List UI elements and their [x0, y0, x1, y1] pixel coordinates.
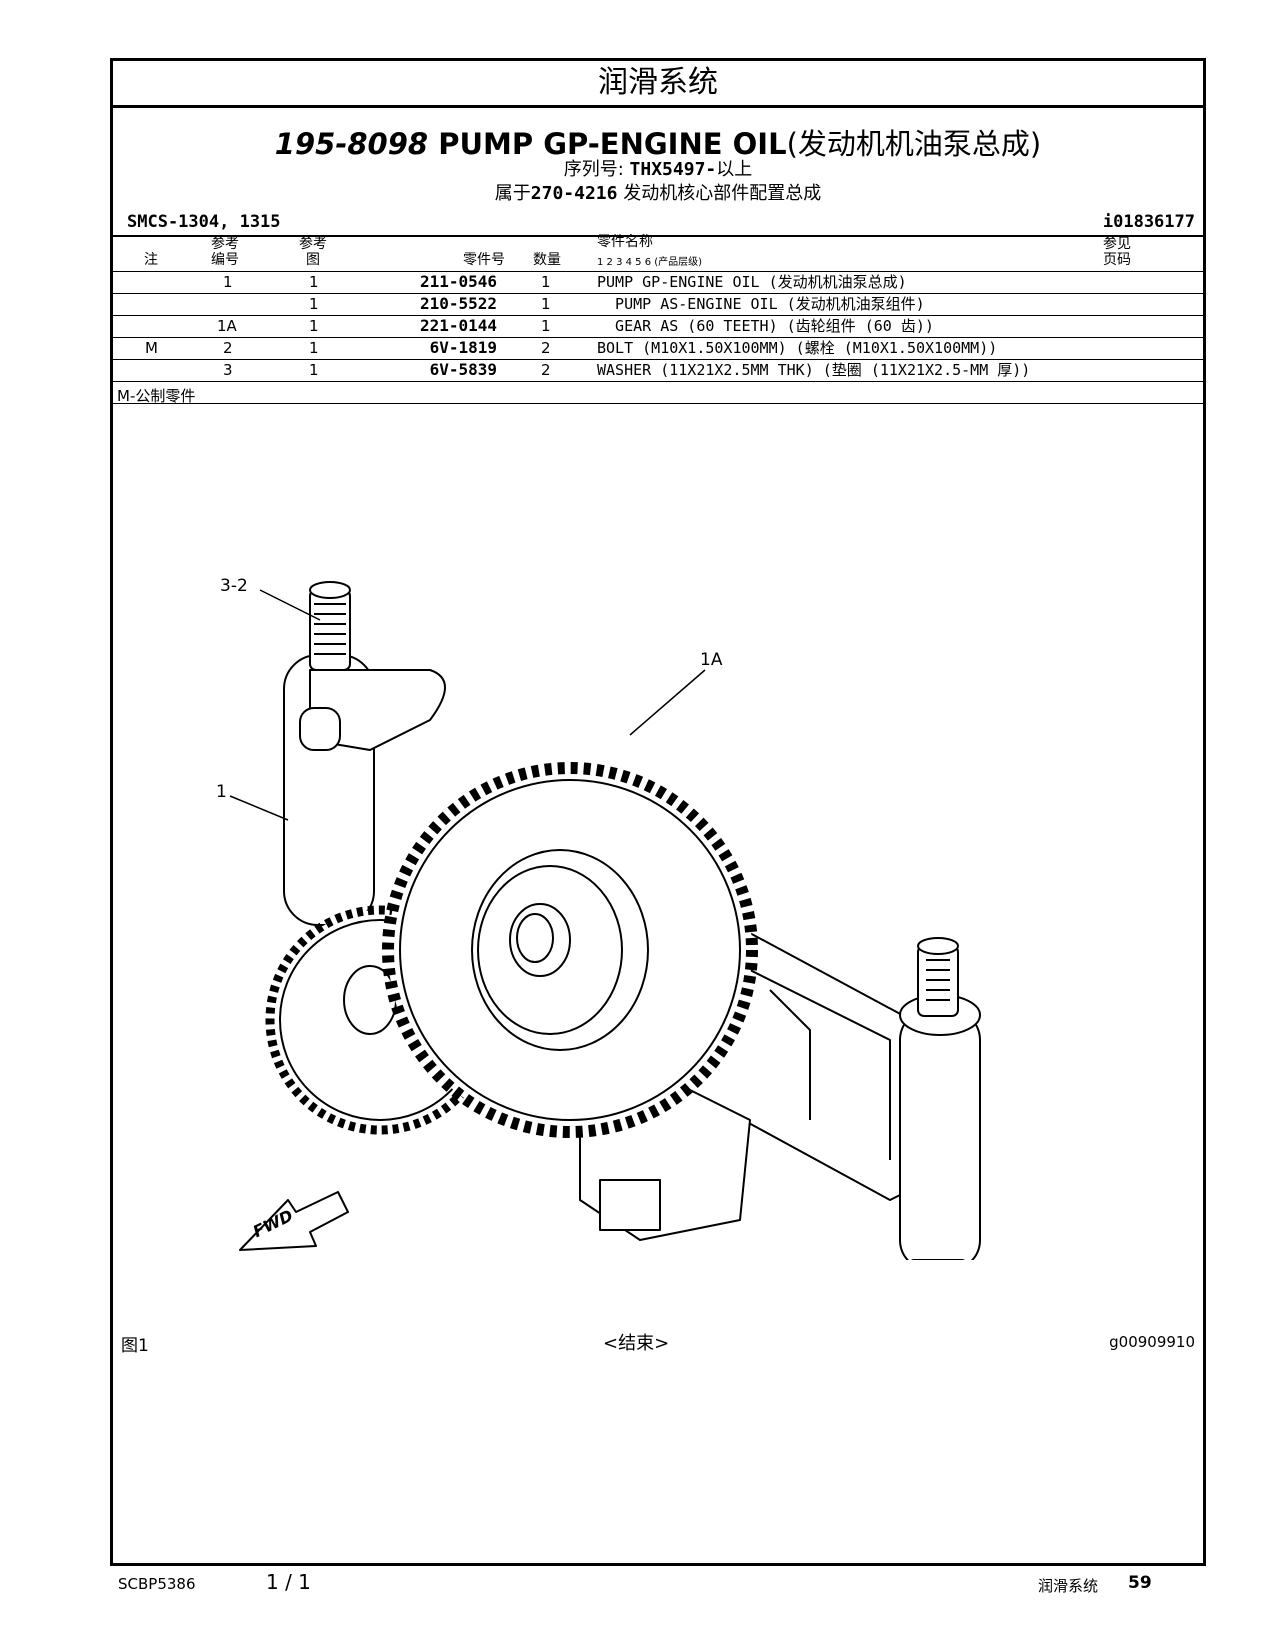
row1-ref: 1	[223, 273, 233, 291]
row2-desc: PUMP AS-ENGINE OIL (发动机机油泵组件)	[597, 295, 925, 313]
col-header-see-2: 页码	[1103, 252, 1131, 268]
oil-pump-illustration	[229, 581, 981, 1260]
callout-1: 1	[216, 782, 227, 802]
row1-fig: 1	[309, 273, 319, 291]
footer-section: 润滑系统	[1038, 1577, 1099, 1595]
row5-fig: 1	[309, 361, 319, 379]
page-frame: 润滑系统 195-8098 PUMP GP-ENGINE OIL(发动机机油泵总…	[110, 58, 1206, 1566]
group-part-number: 195-8098	[274, 127, 429, 161]
row5-ref: 3	[223, 361, 233, 379]
col-header-see-1: 参见	[1103, 236, 1131, 252]
end-label: <结束>	[603, 1333, 670, 1354]
table-top-rule	[113, 235, 1203, 237]
col-header-ref-1: 参考	[211, 236, 239, 252]
row-rule	[113, 315, 1203, 316]
row4-desc: BOLT (M10X1.50X100MM) (螺栓 (M10X1.50X100M…	[597, 339, 998, 357]
footer-page-count: 1 / 1	[266, 1570, 311, 1594]
row3-desc: GEAR AS (60 TEETH) (齿轮组件 (60 齿))	[597, 317, 934, 335]
group-part-name: PUMP GP-ENGINE OIL	[438, 127, 787, 161]
col-header-ref-2: 编号	[211, 252, 239, 268]
serial-line: 序列号: THX5497-以上	[113, 155, 1203, 181]
graphic-id: g00909910	[1109, 1333, 1195, 1351]
row5-qty: 2	[541, 361, 551, 379]
footer-doc-number: SCBP5386	[118, 1575, 196, 1593]
fwd-arrow	[239, 1191, 349, 1251]
serial-label: 序列号:	[563, 159, 624, 180]
row4-fig: 1	[309, 339, 319, 357]
row-rule	[113, 381, 1203, 382]
belongs-line: 属于270-4216 发动机核心部件配置总成	[113, 179, 1203, 205]
metric-footnote: M-公制零件	[117, 387, 196, 405]
group-part-name-cn: (发动机机油泵总成)	[786, 127, 1042, 161]
row2-qty: 1	[541, 295, 551, 313]
row4-note: M	[145, 339, 158, 357]
serial-value: THX5497-	[629, 159, 717, 180]
col-header-fig-2: 图	[306, 252, 320, 268]
row4-part-no: 6V-1819	[429, 338, 497, 357]
col-header-name-1: 零件名称	[597, 234, 653, 250]
row2-part-no: 210-5522	[419, 294, 497, 313]
row3-qty: 1	[541, 317, 551, 335]
serial-suffix: 以上	[716, 159, 753, 180]
callout-3-2: 3-2	[220, 576, 248, 596]
part-group-heading: 195-8098 PUMP GP-ENGINE OIL(发动机机油泵总成)	[113, 121, 1203, 163]
footer-page-number: 59	[1128, 1573, 1152, 1593]
row3-ref: 1A	[217, 317, 237, 335]
row3-part-no: 221-0144	[419, 316, 497, 335]
row-rule	[113, 293, 1203, 294]
col-header-name-2: 1 2 3 4 5 6 (产品层级)	[597, 257, 703, 268]
right-post	[899, 1009, 981, 1260]
section-title: 润滑系统	[113, 61, 1203, 108]
belongs-prefix: 属于	[494, 183, 531, 204]
footnote-rule	[113, 403, 1203, 404]
col-header-qty: 数量	[533, 252, 561, 268]
callout-1a: 1A	[700, 650, 723, 670]
row5-desc: WASHER (11X21X2.5MM THK) (垫圈 (11X21X2.5-…	[597, 361, 1031, 379]
left-stud	[309, 589, 351, 671]
header-rule	[113, 271, 1203, 272]
belongs-name: 发动机核心部件配置总成	[623, 183, 822, 204]
row1-qty: 1	[541, 273, 551, 291]
row1-part-no: 211-0546	[419, 272, 497, 291]
illustration-id: i01836177	[1102, 212, 1195, 232]
col-header-fig-1: 参考	[299, 236, 327, 252]
row4-ref: 2	[223, 339, 233, 357]
figure-label: 图1	[121, 1336, 149, 1356]
row4-qty: 2	[541, 339, 551, 357]
smcs-code: SMCS-1304, 1315	[127, 212, 281, 232]
col-header-note: 注	[144, 252, 158, 268]
col-header-part-no: 零件号	[463, 252, 505, 268]
row-rule	[113, 359, 1203, 360]
row1-desc: PUMP GP-ENGINE OIL (发动机机油泵总成)	[597, 273, 907, 291]
row-rule	[113, 337, 1203, 338]
belongs-part-number: 270-4216	[530, 183, 618, 204]
row2-fig: 1	[309, 295, 319, 313]
row3-fig: 1	[309, 317, 319, 335]
row5-part-no: 6V-5839	[429, 360, 497, 379]
